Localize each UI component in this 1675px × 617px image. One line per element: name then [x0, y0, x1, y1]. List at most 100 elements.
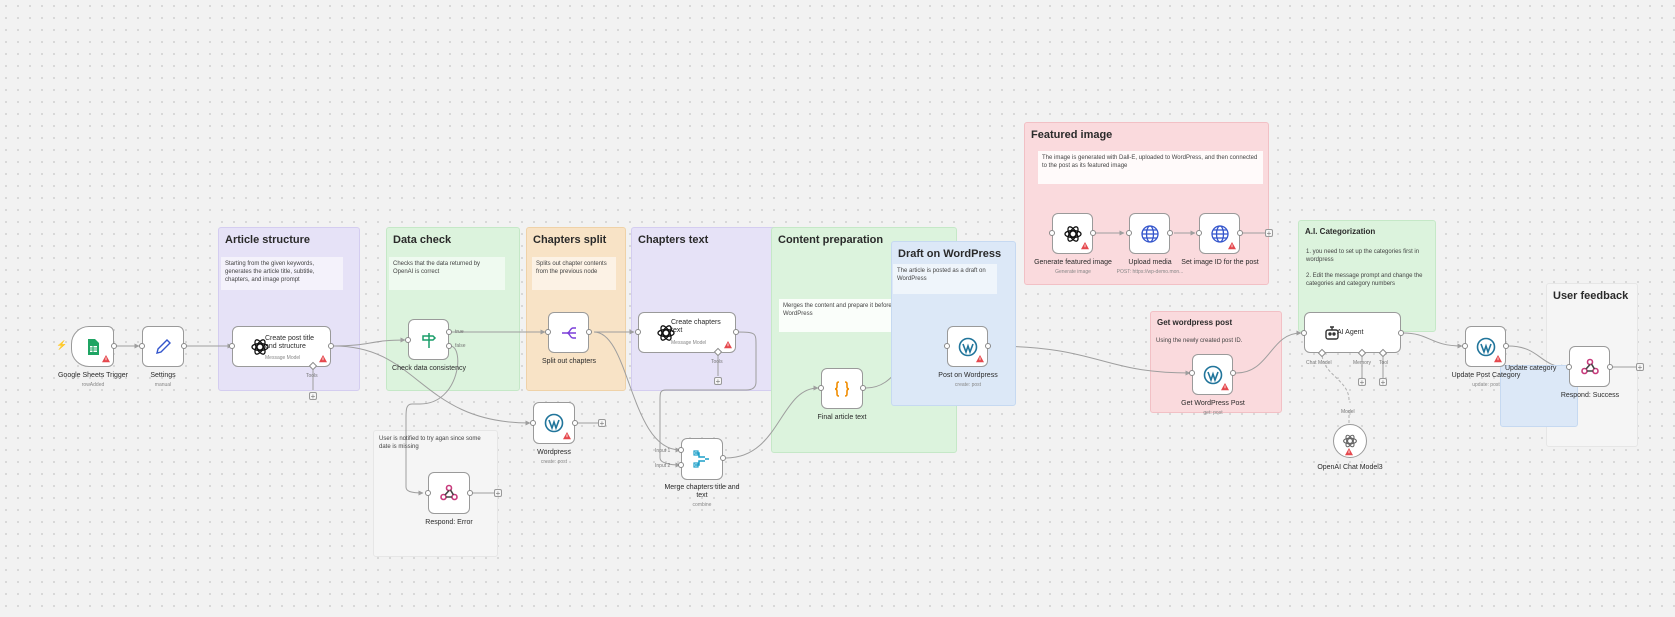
- output-port[interactable]: [1167, 230, 1173, 236]
- input-port[interactable]: [139, 343, 145, 349]
- node-title: Respond: Success: [1560, 392, 1620, 399]
- true-label: true: [455, 329, 464, 335]
- output-port[interactable]: [111, 343, 117, 349]
- upload-media-node[interactable]: [1129, 213, 1170, 254]
- webhook-icon: [440, 484, 458, 501]
- input-port[interactable]: [635, 329, 641, 335]
- output-port[interactable]: [586, 329, 592, 335]
- settings-node[interactable]: [142, 326, 184, 367]
- input-1-port[interactable]: [678, 447, 684, 453]
- update-post-category-node[interactable]: [1465, 326, 1506, 367]
- generate-featured-image-node[interactable]: [1052, 213, 1093, 254]
- add-memory-button[interactable]: +: [1358, 378, 1366, 387]
- respond-success-node[interactable]: [1569, 346, 1610, 387]
- add-tool-button[interactable]: +: [309, 392, 317, 401]
- add-node-button[interactable]: +: [598, 419, 606, 428]
- output-port[interactable]: [467, 490, 473, 496]
- output-port[interactable]: [1090, 230, 1096, 236]
- input-port[interactable]: [405, 337, 411, 343]
- final-article-text-node[interactable]: [821, 368, 863, 409]
- add-node-button[interactable]: +: [494, 489, 502, 498]
- input-port[interactable]: [1126, 230, 1132, 236]
- wordpress-icon: [1203, 365, 1222, 384]
- sticky-desc: User is notified to try agan since some …: [379, 436, 481, 450]
- sticky-title: Data check: [393, 234, 452, 246]
- node-title: Update Post Category: [1451, 372, 1521, 379]
- output-port[interactable]: [572, 420, 578, 426]
- warning-icon: [319, 355, 327, 363]
- sticky-title: Article structure: [225, 234, 310, 246]
- add-node-button[interactable]: +: [1636, 363, 1644, 372]
- output-port[interactable]: [1503, 343, 1509, 349]
- port-label: Tools: [711, 359, 723, 365]
- output-port[interactable]: [1237, 230, 1243, 236]
- node-subtitle: combine: [692, 502, 712, 508]
- add-tool-button[interactable]: +: [714, 377, 722, 386]
- true-output-port[interactable]: [446, 329, 452, 335]
- false-output-port[interactable]: [446, 343, 452, 349]
- create-chapters-text-node[interactable]: Create chapters text Message Model: [638, 312, 736, 353]
- set-image-id-node[interactable]: [1199, 213, 1240, 254]
- sticky-update-category-overlay[interactable]: [1500, 365, 1578, 427]
- ai-agent-node[interactable]: AI Agent: [1304, 312, 1401, 353]
- output-port[interactable]: [1607, 364, 1613, 370]
- input-port[interactable]: [545, 329, 551, 335]
- pencil-icon: [156, 338, 171, 354]
- warning-icon: [563, 432, 571, 440]
- sticky-desc: Checks that the data returned by OpenAI …: [389, 257, 505, 290]
- globe-icon: [1210, 224, 1229, 243]
- node-subtitle: update: post: [1472, 382, 1500, 388]
- edge-agent-updcat: [1402, 332, 1463, 349]
- sticky-title: Chapters split: [533, 234, 607, 246]
- output-port[interactable]: [1230, 370, 1236, 376]
- port-label: Input 2: [655, 463, 671, 469]
- output-port[interactable]: [181, 343, 187, 349]
- openai-icon: [1343, 434, 1357, 448]
- output-port[interactable]: [985, 343, 991, 349]
- node-subtitle: get: post: [1203, 410, 1223, 416]
- input-port[interactable]: [1049, 230, 1055, 236]
- sticky-featured-image[interactable]: Featured image: [1024, 122, 1269, 285]
- add-node-button[interactable]: +: [1265, 229, 1273, 238]
- split-out-chapters-node[interactable]: [548, 312, 589, 353]
- input-port[interactable]: [1566, 364, 1572, 370]
- input-port[interactable]: [1462, 343, 1468, 349]
- output-port[interactable]: [1398, 330, 1404, 336]
- input-port[interactable]: [530, 420, 536, 426]
- merge-chapters-node[interactable]: [681, 438, 723, 480]
- sticky-desc: The article is posted as a draft on Word…: [893, 264, 997, 294]
- node-title: Set image ID for the post: [1181, 259, 1259, 266]
- wordpress-icon: [544, 413, 564, 433]
- sticky-chapters-split[interactable]: Chapters split: [526, 227, 626, 391]
- sticky-title: Featured image: [1031, 129, 1113, 141]
- output-port[interactable]: [860, 385, 866, 391]
- sticky-chapters-text[interactable]: Chapters text: [631, 227, 780, 391]
- node-title: Wordpress: [537, 449, 571, 456]
- port-label: Input 1: [655, 448, 671, 454]
- output-port[interactable]: [720, 455, 726, 461]
- input-port[interactable]: [1301, 330, 1307, 336]
- create-post-title-node[interactable]: Create post title and structure Message …: [232, 326, 331, 367]
- respond-error-node[interactable]: [428, 472, 470, 514]
- input-port[interactable]: [1189, 370, 1195, 376]
- node-title: Merge chapters title and text: [664, 484, 740, 499]
- input-port[interactable]: [944, 343, 950, 349]
- sticky-desc: Starting from the given keywords, genera…: [221, 257, 343, 290]
- input-port[interactable]: [818, 385, 824, 391]
- node-title: Post on Wordpress: [938, 372, 998, 379]
- input-port[interactable]: [425, 490, 431, 496]
- input-port[interactable]: [1196, 230, 1202, 236]
- wordpress-node[interactable]: [533, 402, 575, 444]
- check-data-consistency-node[interactable]: [408, 319, 449, 360]
- port-label: Memory: [1353, 360, 1372, 366]
- input-port[interactable]: [229, 343, 235, 349]
- add-tool-button[interactable]: +: [1379, 378, 1387, 387]
- google-sheets-trigger-node[interactable]: [71, 326, 114, 367]
- input-2-port[interactable]: [678, 462, 684, 468]
- node-title: OpenAI Chat Model3: [1317, 464, 1383, 471]
- output-port[interactable]: [328, 343, 334, 349]
- openai-chat-model-node[interactable]: [1333, 424, 1367, 458]
- get-wordpress-post-node[interactable]: [1192, 354, 1233, 395]
- output-port[interactable]: [733, 329, 739, 335]
- post-on-wordpress-node[interactable]: [947, 326, 988, 367]
